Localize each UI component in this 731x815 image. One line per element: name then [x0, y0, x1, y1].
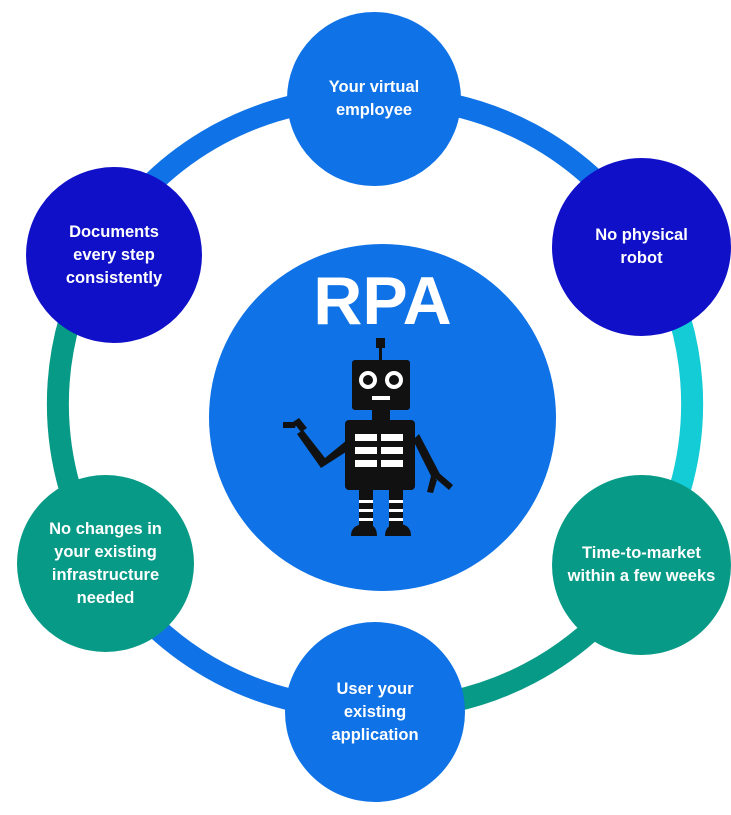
node-top-label: Your virtual employee: [328, 78, 420, 119]
node-top-left-label: Documents every step consistently: [65, 222, 163, 287]
node-top-left: Documents every step consistently: [26, 167, 202, 343]
node-bottom-label: User your existing application: [331, 679, 419, 744]
node-top-right-label: No physical robot: [595, 226, 688, 267]
center-circle: RPA: [209, 244, 556, 591]
node-bottom-left-label: No changes in your existing infrastructu…: [49, 519, 162, 607]
node-bottom: User your existing application: [285, 622, 465, 802]
center-title: RPA: [313, 263, 452, 339]
node-top-right: No physical robot: [552, 158, 731, 336]
node-bottom-left: No changes in your existing infrastructu…: [17, 475, 194, 652]
node-top: Your virtual employee: [287, 12, 461, 186]
node-bottom-right: Time-to-market within a few weeks: [552, 475, 731, 655]
node-bottom-right-label: Time-to-market within a few weeks: [567, 544, 716, 585]
robot-icon: [283, 338, 453, 536]
